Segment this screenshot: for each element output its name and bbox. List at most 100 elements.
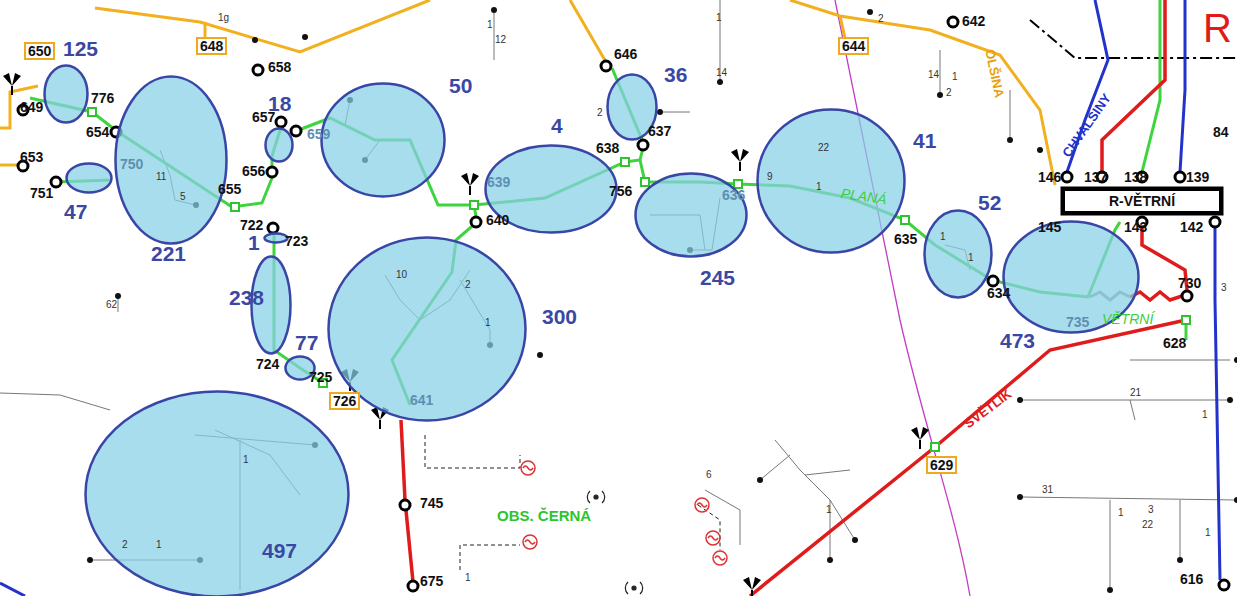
station-number: 675 [420, 574, 443, 588]
line-number: 2 [597, 108, 603, 118]
line-number: 1g [218, 13, 229, 23]
line-number: 1 [1118, 508, 1124, 518]
station-number: 638 [596, 141, 619, 155]
station-number: 722 [240, 218, 263, 232]
station-number: 143 [1124, 220, 1147, 234]
area-number: 221 [151, 243, 186, 264]
busbar-frame [1062, 188, 1222, 214]
station-number: 642 [962, 14, 985, 28]
ellipse-outline [923, 209, 993, 299]
station-number: 635 [894, 232, 917, 246]
line-number: 1 [243, 455, 249, 465]
line-name: OBS. ČERNÁ [497, 508, 591, 523]
station-number: 656 [242, 164, 265, 178]
station-number: 649 [20, 100, 43, 114]
line-number: 14 [928, 70, 939, 80]
area-number: 52 [978, 192, 1001, 213]
area-ellipse: 125 [43, 64, 89, 124]
station-number: 735 [1066, 315, 1089, 329]
station-number: 84 [1213, 125, 1229, 139]
ellipse-shape [86, 392, 349, 596]
line-number: 1 [1205, 528, 1211, 538]
area-number: 47 [64, 201, 87, 222]
station-number: 646 [614, 47, 637, 61]
line-number: 2 [465, 280, 471, 290]
area-ellipse: 52 [923, 209, 993, 299]
line-number: 2 [122, 540, 128, 550]
line-number: 22 [1142, 520, 1153, 530]
station-number: 142 [1180, 220, 1203, 234]
line-number: 3 [1221, 283, 1227, 293]
ellipse-outline [756, 108, 906, 254]
area-number: 50 [449, 75, 472, 96]
line-number: 11 [156, 172, 166, 182]
station-number: 724 [256, 357, 279, 371]
ellipse-shape [45, 66, 88, 123]
ellipse-shape [116, 77, 227, 244]
area-number: 245 [700, 267, 735, 288]
green-lines [30, 0, 1186, 405]
station-number: 648 [196, 37, 227, 55]
area-ellipse: 47 [65, 162, 113, 194]
station-number: 726 [329, 392, 360, 410]
area-number: 1 [248, 232, 260, 253]
line-number: 1 [952, 72, 958, 82]
busbar-box: R-VĚTRNÍ [1062, 188, 1222, 214]
station-number: 655 [218, 182, 241, 196]
station-number: 650 [24, 42, 55, 60]
station-number: 628 [1163, 336, 1186, 350]
area-number: 300 [542, 306, 577, 327]
line-number: 3 [1148, 505, 1154, 515]
ellipse-outline [634, 172, 748, 258]
station-number: 641 [410, 393, 433, 407]
area-number: 4 [551, 115, 563, 136]
station-number: 776 [91, 91, 114, 105]
line-number: 1 [816, 182, 822, 192]
line-number: 1 [968, 253, 974, 263]
line-number: 1 [487, 20, 493, 30]
station-number: 756 [609, 184, 632, 198]
ellipse-shape [925, 211, 992, 298]
line-number: 21 [1130, 388, 1141, 398]
ellipse-shape [266, 129, 293, 162]
line-name: R [1203, 8, 1232, 48]
line-number: 1 [1202, 410, 1208, 420]
area-ellipse: 497 [84, 390, 350, 596]
area-ellipse: 245 [634, 172, 748, 258]
station-number: 616 [1180, 572, 1203, 586]
station-number: 640 [486, 213, 509, 227]
station-number: 659 [307, 127, 330, 141]
line-number: 9 [767, 172, 773, 182]
ellipse-shape [758, 110, 905, 253]
ellipse-shape [67, 164, 112, 193]
station-number: 639 [487, 175, 510, 189]
ellipse-outline [65, 162, 113, 194]
station-number: 637 [648, 124, 671, 138]
station-number: 145 [1038, 220, 1061, 234]
station-number: 644 [838, 37, 869, 55]
ellipse-shape [322, 84, 445, 197]
line-number: 62 [106, 300, 117, 310]
line-number: 1 [716, 13, 722, 23]
line-number: 5 [180, 192, 186, 202]
ellipse-shape [636, 174, 747, 257]
line-number: 10 [396, 270, 407, 280]
area-number: 36 [664, 64, 687, 85]
wind-turbine-symbols [3, 73, 929, 596]
line-number: 2 [878, 14, 884, 24]
ellipse-shape [265, 234, 288, 243]
area-number: 125 [63, 38, 98, 59]
station-number: 634 [987, 286, 1010, 300]
line-number: 14 [716, 68, 727, 78]
ellipse-shape [329, 238, 526, 421]
ellipse-outline [43, 64, 89, 124]
station-number: 750 [120, 157, 143, 171]
station-number: 745 [420, 496, 443, 510]
dashed-lines [425, 435, 720, 570]
line-number: 1 [826, 505, 832, 515]
station-number: 146 [1038, 170, 1061, 184]
area-number: 473 [1000, 330, 1035, 351]
line-number: 1 [485, 318, 491, 328]
area-ellipse: 41 [756, 108, 906, 254]
